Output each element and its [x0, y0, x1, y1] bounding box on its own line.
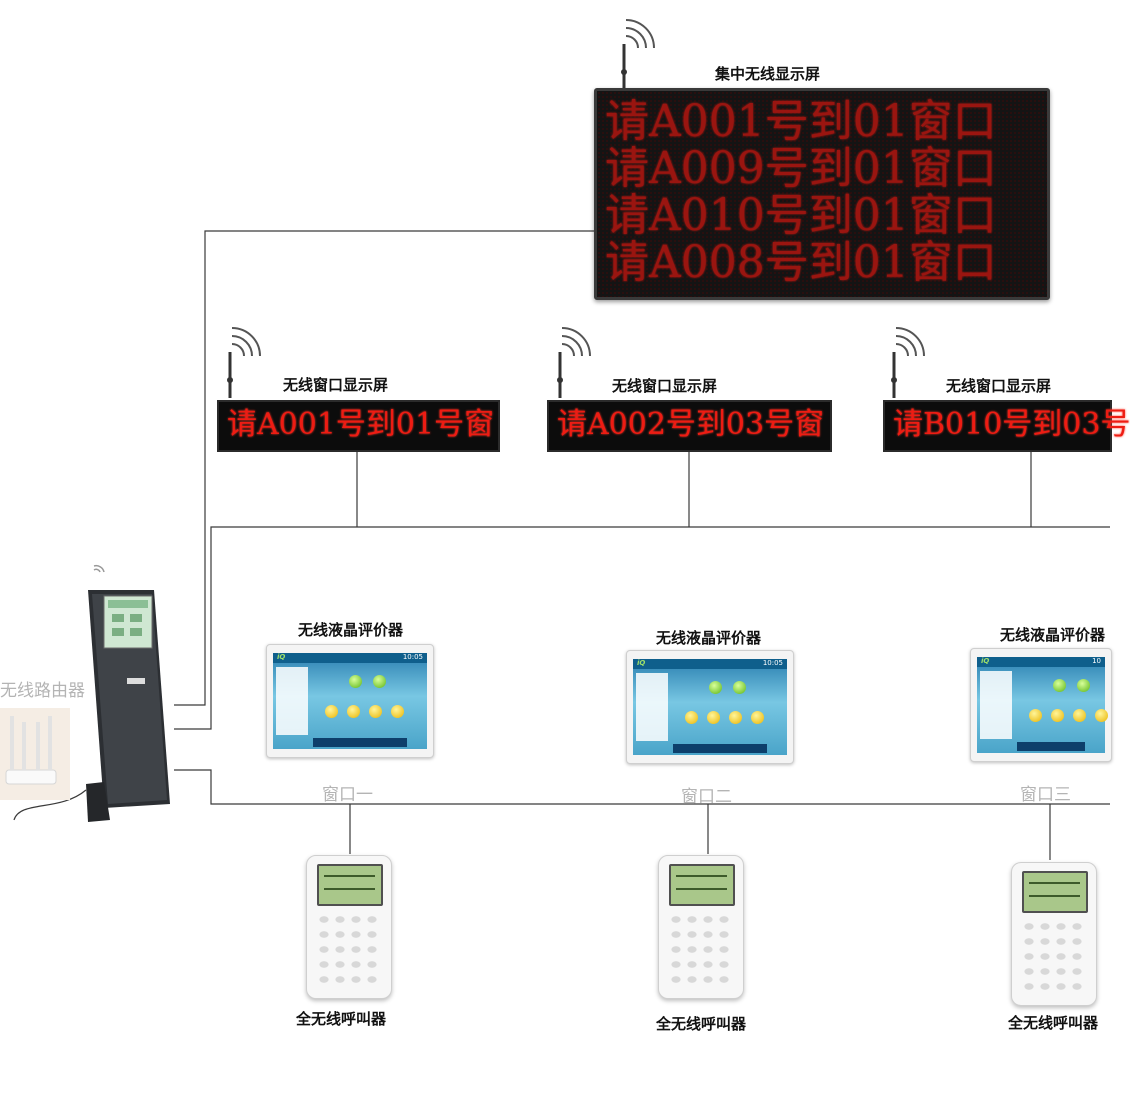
- kiosk-icon: [86, 590, 170, 822]
- central-led-line: 请A001号到01窗口: [605, 96, 997, 147]
- caller-device-1: [306, 855, 392, 999]
- antenna-icon: [557, 327, 591, 398]
- smiley-icon: [1053, 679, 1066, 692]
- window-led-display-3: 请B010号到03号: [883, 400, 1130, 452]
- caller-device-2: [658, 855, 744, 999]
- queue-kiosk: [82, 584, 172, 824]
- window-name: 窗口三: [1020, 785, 1071, 805]
- smiley-icon: [729, 711, 742, 724]
- smiley-icon: [707, 711, 720, 724]
- central-led-line: 请A010号到01窗口: [605, 190, 997, 241]
- caller-device-3: [1011, 862, 1097, 1006]
- router-label: 无线路由器: [0, 681, 85, 701]
- wifi-icon: [93, 564, 105, 573]
- smiley-icon: [751, 711, 764, 724]
- window-led-text: 请A001号到01号窗: [227, 407, 495, 442]
- evaluator-label: 无线液晶评价器: [298, 621, 404, 639]
- staff-panel: [980, 671, 1012, 739]
- central-led-line: 请A009号到01窗口: [605, 143, 997, 194]
- caller-label: 全无线呼叫器: [1008, 1014, 1099, 1032]
- evaluator-label: 无线液晶评价器: [656, 629, 762, 647]
- caller-keypad: [316, 912, 382, 986]
- antenna-icon: [227, 327, 261, 398]
- window-display-label: 无线窗口显示屏: [946, 377, 1052, 395]
- smiley-icon: [391, 705, 404, 718]
- smiley-icon: [325, 705, 338, 718]
- window-display-label: 无线窗口显示屏: [612, 377, 718, 395]
- router-icon: [5, 716, 57, 785]
- caller-lcd: [1022, 871, 1088, 913]
- smiley-icon: [1073, 709, 1086, 722]
- smiley-icon: [1029, 709, 1042, 722]
- caller-label: 全无线呼叫器: [656, 1015, 747, 1033]
- window-led-text: 请A002号到03号窗: [557, 407, 825, 442]
- central-display-label: 集中无线显示屏: [715, 65, 821, 83]
- smiley-icon: [369, 705, 382, 718]
- window-led-display-2: 请A002号到03号窗: [547, 400, 832, 452]
- caller-lcd: [317, 864, 383, 906]
- smiley-icon: [1051, 709, 1064, 722]
- window-name: 窗口一: [322, 785, 373, 805]
- smiley-icon: [1095, 709, 1108, 722]
- smiley-icon: [733, 681, 746, 694]
- caller-keypad: [668, 912, 734, 986]
- window-led-display-1: 请A001号到01号窗: [217, 400, 500, 452]
- smiley-icon: [373, 675, 386, 688]
- smiley-icon: [1077, 679, 1090, 692]
- line-kiosk-central: [174, 230, 594, 706]
- caller-lcd: [669, 864, 735, 906]
- smiley-icon: [349, 675, 362, 688]
- smiley-icon: [709, 681, 722, 694]
- central-led-display: 请A001号到01窗口 请A009号到01窗口 请A010号到01窗口 请A00…: [594, 88, 1050, 300]
- evaluator-time: 10:05: [402, 653, 423, 661]
- antenna-icon: [621, 19, 655, 90]
- router-image: [0, 708, 70, 800]
- smiley-icon: [685, 711, 698, 724]
- evaluator-time: 10: [1092, 657, 1101, 665]
- staff-panel: [276, 667, 308, 735]
- window-display-label: 无线窗口显示屏: [283, 376, 389, 394]
- window-name: 窗口二: [681, 787, 732, 807]
- evaluator-time: 10:05: [762, 659, 783, 667]
- caller-label: 全无线呼叫器: [296, 1010, 387, 1028]
- smiley-icon: [347, 705, 360, 718]
- line-kiosk-caller-bus: [174, 769, 1110, 805]
- line-router-kiosk: [13, 789, 87, 821]
- window-led-text: 请B010号到03号: [893, 407, 1130, 442]
- evaluator-label: 无线液晶评价器: [1000, 626, 1106, 644]
- antenna-icon: [891, 327, 925, 398]
- staff-panel: [636, 673, 668, 741]
- caller-keypad: [1021, 919, 1087, 993]
- line-kiosk-window-bus: [174, 526, 1110, 730]
- central-led-line: 请A008号到01窗口: [605, 237, 997, 288]
